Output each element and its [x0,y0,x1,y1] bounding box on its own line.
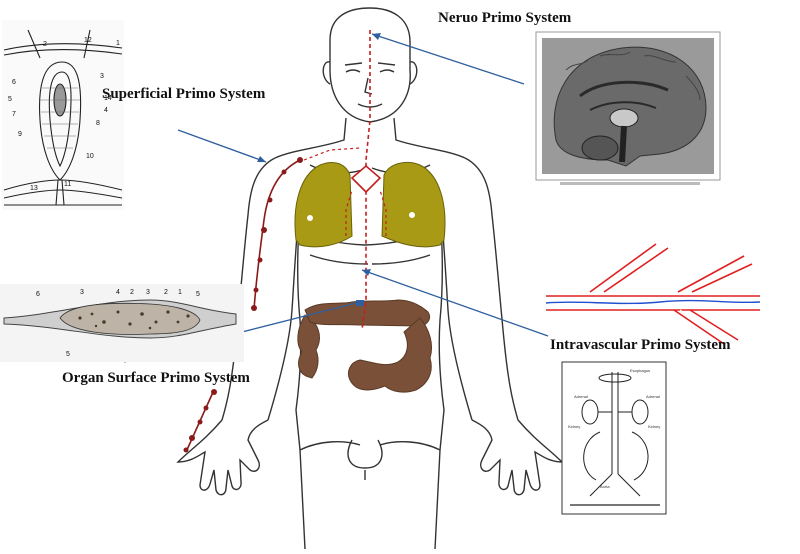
svg-text:11: 11 [64,181,71,188]
svg-text:2: 2 [43,41,47,48]
svg-text:Adrenal: Adrenal [646,394,660,399]
pointer-intravascular [361,269,549,337]
intravascular-primo-inset [545,243,761,345]
label-superficial-primo: Superficial Primo System [102,86,266,102]
label-neuro-primo: Neruo Primo System [438,10,572,26]
svg-text:3: 3 [100,73,104,80]
organ-inset-callouts: 6 3 4 2 3 2 1 5 5 [36,289,200,358]
neuro-primo-inset [535,31,721,185]
svg-text:1: 1 [178,289,182,296]
svg-text:3: 3 [80,289,84,296]
neuro-primo-vessel [303,30,387,331]
organ-surface-primo-inset: 6 3 4 2 3 2 1 5 5 [0,284,244,362]
pointer-superficial [177,129,267,163]
pointer-arrowheads [257,33,381,276]
right-lung [381,162,446,248]
svg-text:2: 2 [164,289,168,296]
svg-text:4: 4 [104,107,108,114]
lungs [294,162,446,248]
svg-text:13: 13 [30,185,38,192]
svg-text:12: 12 [84,37,92,44]
svg-text:5: 5 [66,351,70,358]
svg-text:10: 10 [86,153,94,160]
svg-text:6: 6 [12,79,16,86]
svg-text:5: 5 [8,96,12,103]
svg-text:1: 1 [116,40,120,47]
svg-text:Kidney: Kidney [648,424,660,429]
svg-text:5: 5 [196,291,200,298]
pointer-neuro [371,33,525,85]
label-organ-surface-primo: Organ Surface Primo System [62,370,250,386]
large-intestine [297,299,433,393]
svg-text:3: 3 [146,289,150,296]
svg-text:14: 14 [104,95,112,102]
svg-text:8: 8 [96,120,100,127]
left-lung [294,162,353,248]
svg-text:6: 6 [36,291,40,298]
svg-text:Esophagus: Esophagus [630,368,650,373]
organ-inset-granules [78,310,190,330]
svg-text:Kidney: Kidney [568,424,580,429]
svg-text:2: 2 [130,289,134,296]
svg-text:Adrenal: Adrenal [574,394,588,399]
svg-text:9: 9 [18,131,22,138]
superficial-primo-nodes [183,157,303,453]
svg-text:Aorta: Aorta [600,484,610,489]
label-intravascular-primo: Intravascular Primo System [550,337,731,353]
svg-text:7: 7 [12,111,16,118]
svg-text:4: 4 [116,289,120,296]
